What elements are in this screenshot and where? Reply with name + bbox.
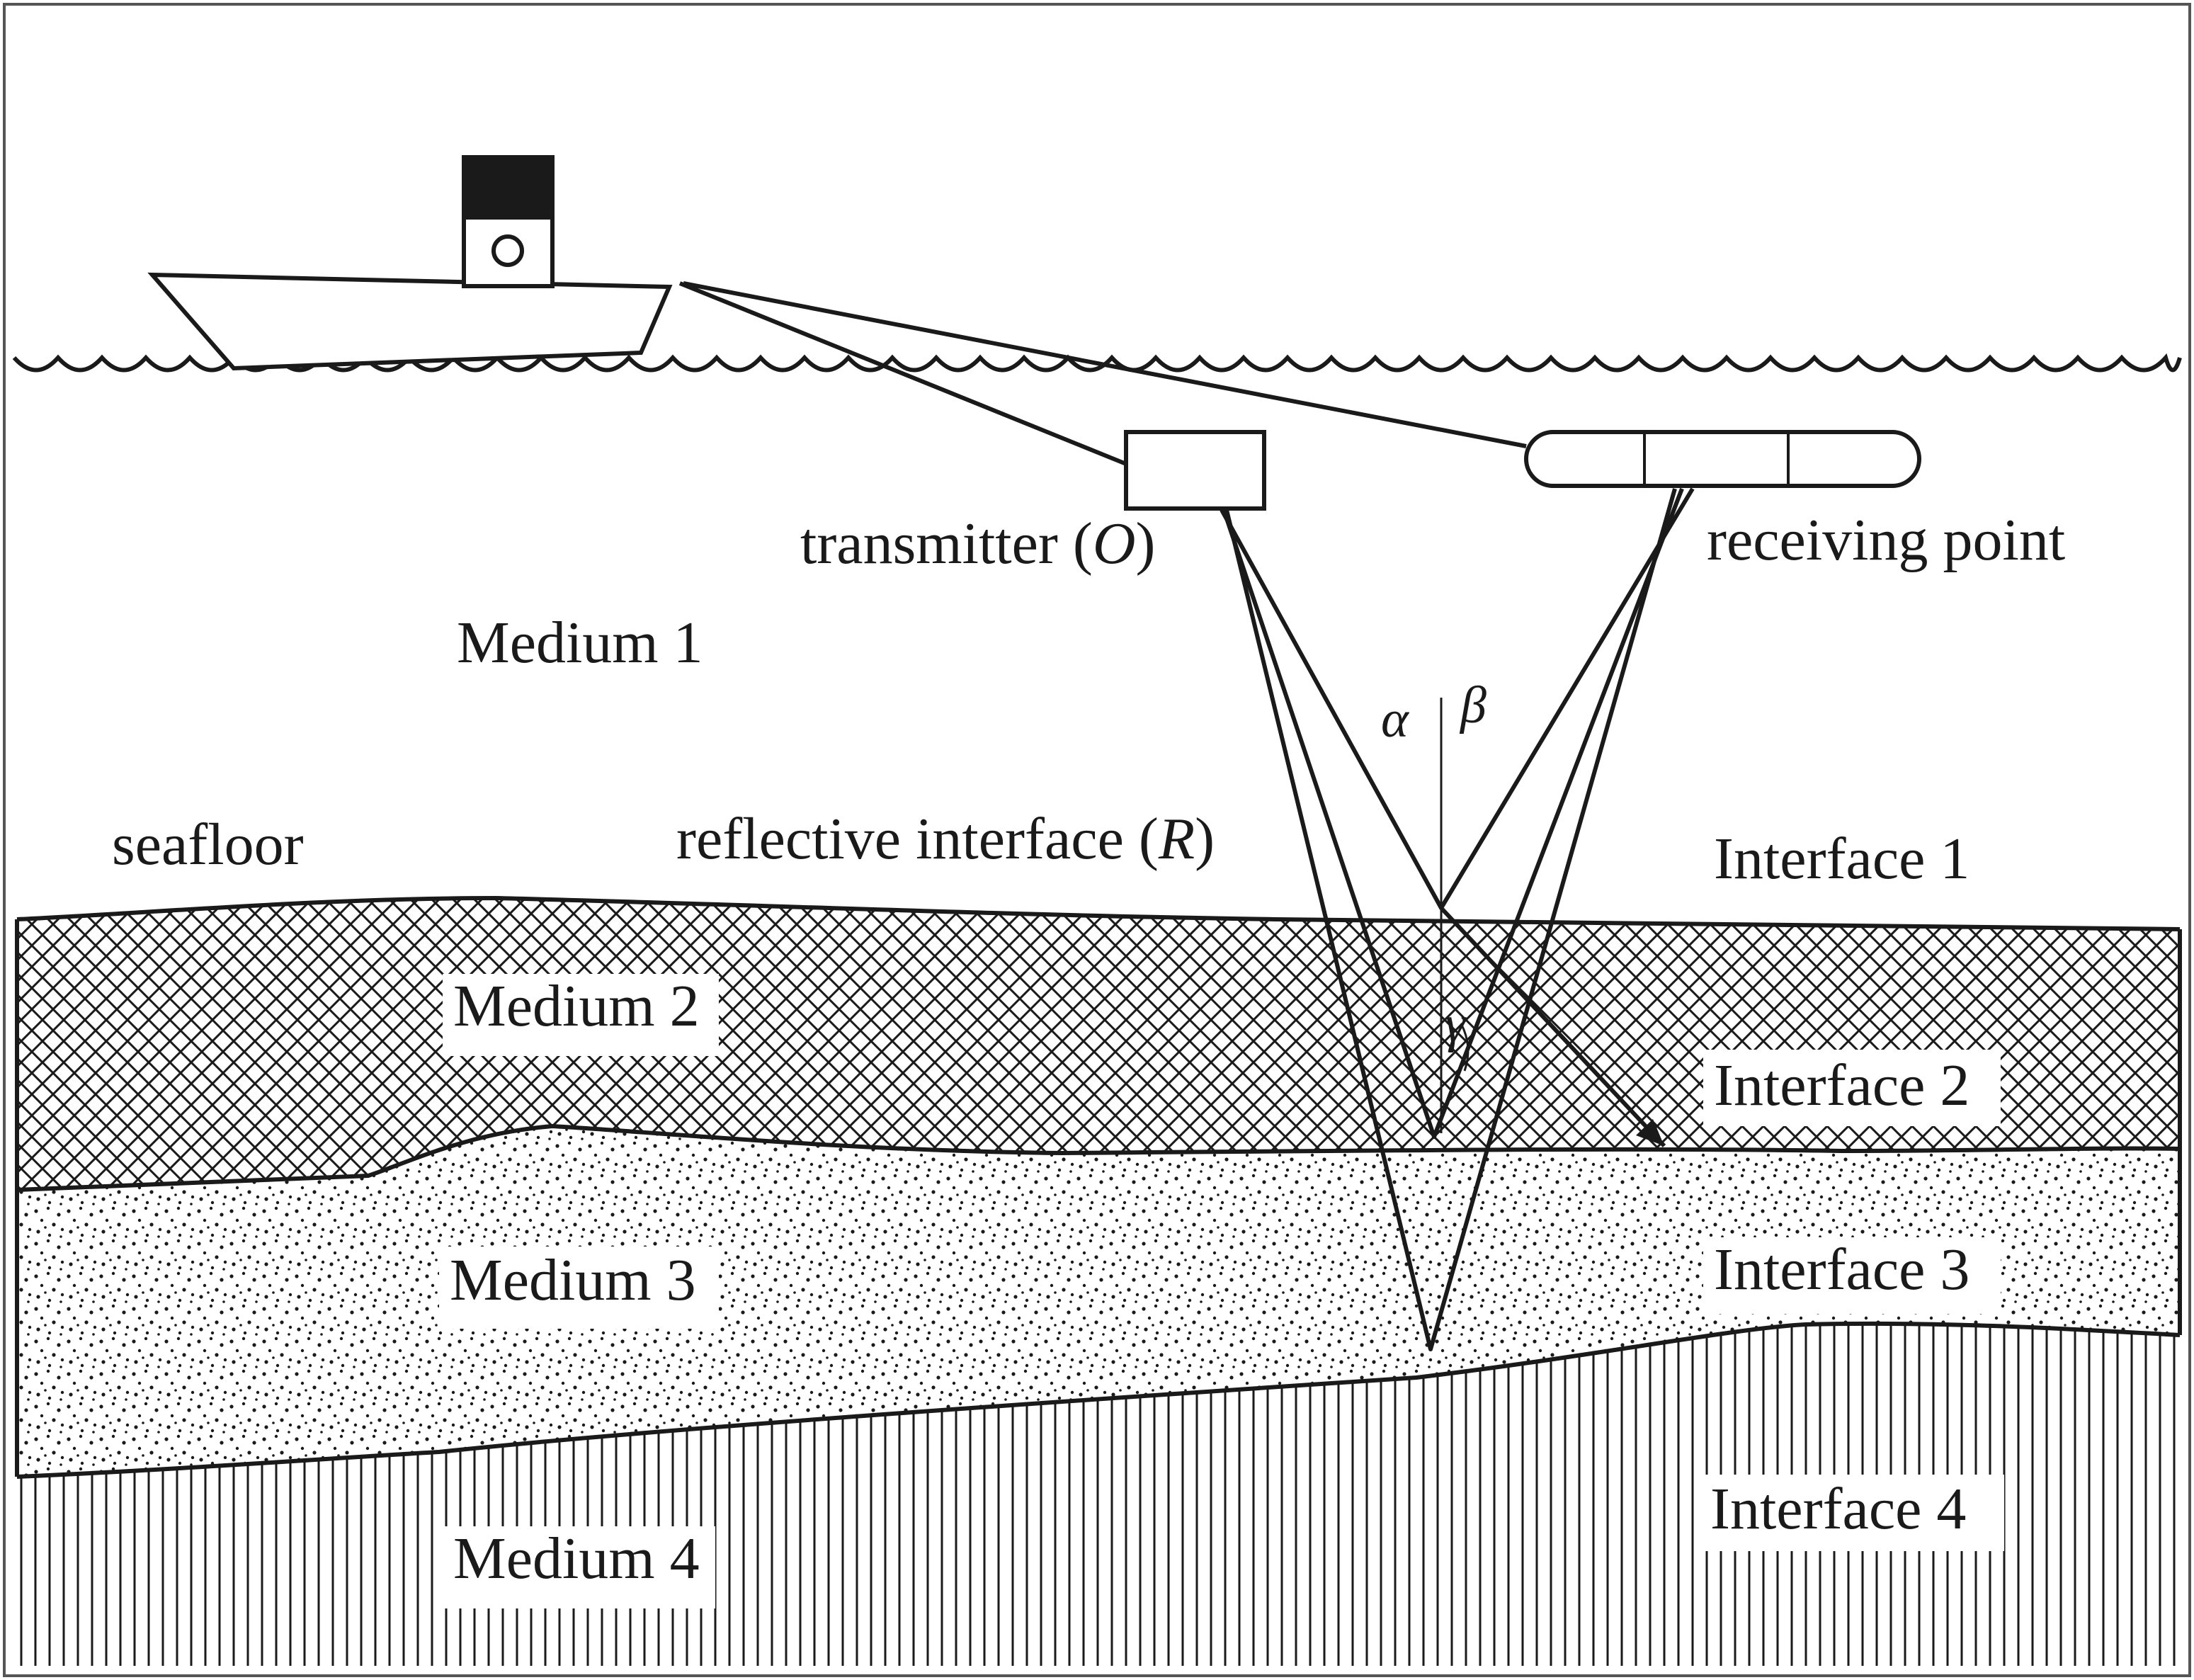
receiver-tow-cable bbox=[683, 281, 1527, 448]
ray-reflection-interface-2 bbox=[1222, 487, 1684, 1139]
seafloor-label: seafloor bbox=[112, 812, 304, 878]
gamma-angle-arc bbox=[1460, 1023, 1470, 1072]
transmitter-label: transmitter (O) bbox=[800, 511, 1156, 577]
label-bg-interface-3 bbox=[1703, 1237, 2001, 1314]
receiver-streamer-icon bbox=[1524, 430, 1921, 488]
reflective-interface-label: reflective interface (R) bbox=[676, 806, 1215, 872]
medium-3-layer bbox=[17, 1126, 2180, 1477]
sea-surface-waves bbox=[12, 353, 2182, 373]
alpha-angle-label: α bbox=[1381, 691, 1410, 749]
medium-3-label: Medium 3 bbox=[450, 1247, 696, 1313]
beta-angle-label: β bbox=[1459, 676, 1487, 734]
ship-icon bbox=[147, 155, 673, 371]
interface-4-label: Interface 4 bbox=[1710, 1476, 1966, 1542]
medium-1-label: Medium 1 bbox=[457, 610, 703, 676]
label-bg-medium-2 bbox=[443, 974, 719, 1056]
label-bg-medium-4 bbox=[443, 1526, 715, 1608]
transmitter-tow-cable bbox=[678, 281, 1127, 466]
interface-3-label: Interface 3 bbox=[1714, 1237, 1970, 1302]
ray-reflection-interface-3 bbox=[1224, 488, 1677, 1351]
ray-refracted bbox=[1439, 906, 1666, 1148]
refracted-arrowhead-icon bbox=[1636, 1119, 1664, 1146]
interface-1-line bbox=[16, 895, 2181, 931]
medium-2-label: Medium 2 bbox=[453, 973, 700, 1039]
interface-2-line bbox=[16, 1123, 2181, 1192]
interface-2-label: Interface 2 bbox=[1714, 1052, 1970, 1118]
receiving-point-label: receiving point bbox=[1707, 507, 2065, 573]
transmitter-box-icon bbox=[1124, 430, 1266, 511]
medium-4-label: Medium 4 bbox=[453, 1526, 700, 1591]
label-bg-medium-3 bbox=[439, 1247, 719, 1329]
medium-2-layer bbox=[17, 898, 2180, 1190]
label-bg-interface-4 bbox=[1700, 1475, 2004, 1551]
label-bg-interface-2 bbox=[1703, 1050, 2001, 1126]
interface-1-label: Interface 1 bbox=[1714, 826, 1970, 892]
gamma-angle-label: γ bbox=[1445, 995, 1467, 1053]
interface-3-line bbox=[16, 1321, 2181, 1479]
